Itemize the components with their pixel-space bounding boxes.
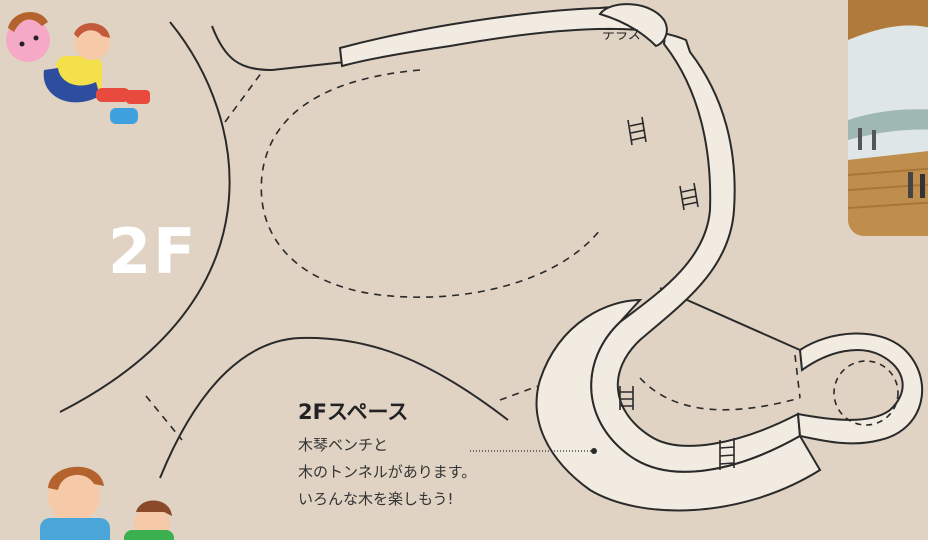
space-desc-line-3: いろんな木を楽しもう! [298, 490, 454, 508]
wall-outline-left [59, 21, 231, 413]
kids-playing-illustration-bottom [40, 466, 174, 540]
dashed-link-4 [794, 354, 801, 399]
bench-marker-2 [679, 182, 699, 211]
space-desc-line-2: 木のトンネルがあります。 [298, 463, 477, 481]
bench-marker-1 [627, 116, 647, 146]
bench-marker-4 [719, 438, 735, 470]
wall-outline-bottom [159, 336, 509, 479]
hall-photo [848, 0, 928, 236]
space-description: 木琴ベンチと 木のトンネルがあります。 いろんな木を楽しもう! [298, 432, 558, 513]
leader-dot [591, 448, 597, 454]
dashed-link-2 [145, 395, 183, 441]
walkway [340, 13, 920, 479]
dashed-tunnel [639, 377, 801, 411]
walkway-loop [796, 332, 924, 445]
wall-outline-top [211, 25, 346, 72]
loop-dashed-circle [833, 360, 899, 426]
space-desc-line-1: 木琴ベンチと [298, 436, 389, 454]
dashed-link-1 [224, 71, 263, 123]
dashed-area-main [260, 69, 601, 298]
terrace-bump [598, 3, 668, 48]
floor-label: 2F [108, 215, 198, 288]
walkway-lower [535, 298, 822, 512]
kids-playing-illustration-top [6, 11, 150, 124]
space-title: 2Fスペース [298, 400, 409, 424]
terrace-label: テラス [602, 28, 641, 43]
bench-marker-3 [619, 386, 634, 410]
